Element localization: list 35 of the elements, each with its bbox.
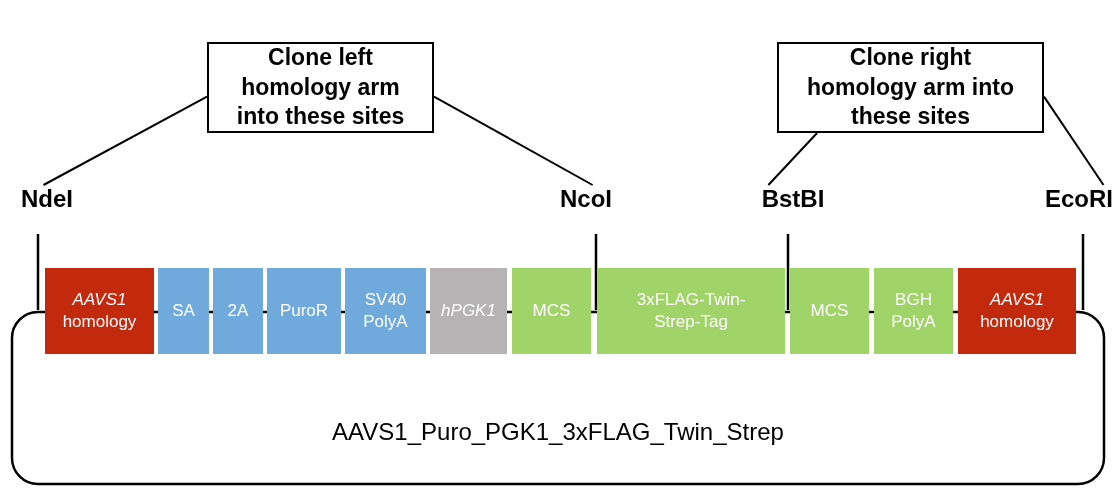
callout-text: Clone left homology arm into these sites xyxy=(235,42,406,132)
feature-label: hPGK1 xyxy=(441,299,496,322)
feature-label: BGH PolyA xyxy=(890,288,937,333)
plasmid-feature-box xyxy=(213,268,263,354)
feature-label: 3xFLAG-Twin-Strep-Tag xyxy=(635,288,747,333)
feature-label: PuroR xyxy=(279,299,329,322)
plasmid-feature-box xyxy=(874,268,953,354)
feature-label: AAVS1 homology xyxy=(61,288,138,333)
plasmid-name: AAVS1_Puro_PGK1_3xFLAG_Twin_Strep xyxy=(332,418,784,446)
restriction-site-label: BstBI xyxy=(752,185,834,217)
callout-box xyxy=(777,42,1044,133)
plasmid-feature-box xyxy=(790,268,869,354)
restriction-site-label: NcoI xyxy=(553,185,619,217)
leader-line xyxy=(1043,95,1105,186)
restriction-site-label: EcoRI xyxy=(1044,185,1114,217)
leader-line xyxy=(433,95,594,186)
plasmid-feature-box xyxy=(45,268,154,354)
callout-box xyxy=(207,42,434,133)
plasmid-feature-box xyxy=(512,268,591,354)
leader-line xyxy=(767,132,819,186)
restriction-site-label: NdeI xyxy=(12,185,82,217)
feature-label: 2A xyxy=(227,299,249,322)
plasmid-feature-box xyxy=(597,268,785,354)
feature-label: MCS xyxy=(810,299,849,322)
feature-label: AAVS1 homology xyxy=(979,288,1055,333)
feature-label: SA xyxy=(172,299,195,322)
plasmid-feature-box xyxy=(430,268,507,354)
feature-label: MCS xyxy=(532,299,571,322)
plasmid-feature-box xyxy=(158,268,209,354)
feature-label: SV40 PolyA xyxy=(362,288,409,333)
plasmid-feature-box xyxy=(267,268,341,354)
leader-line xyxy=(42,95,208,186)
plasmid-feature-box xyxy=(345,268,426,354)
plasmid-feature-box xyxy=(958,268,1076,354)
callout-text: Clone right homology arm into these sites xyxy=(806,42,1015,132)
